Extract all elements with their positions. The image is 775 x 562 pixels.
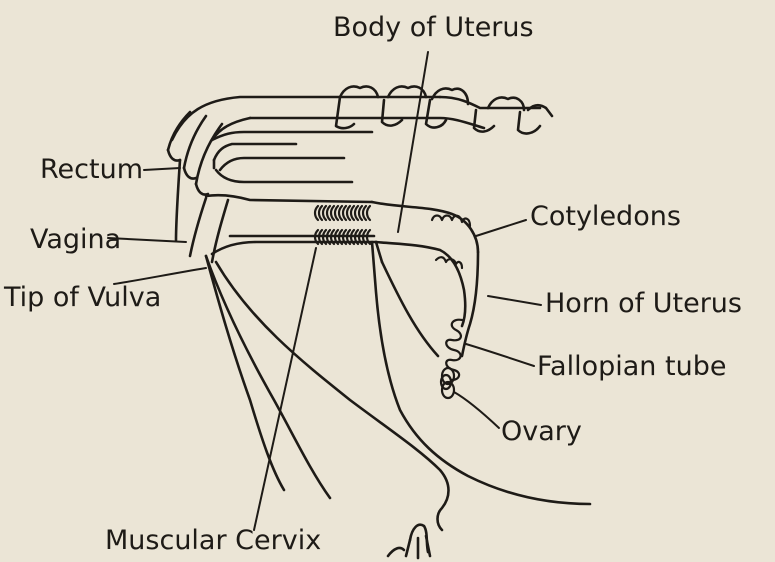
uterus-body-and-horn <box>372 202 478 356</box>
leader-cotyledons <box>476 220 526 236</box>
leader-rectum <box>144 168 180 170</box>
label-rectum: Rectum <box>40 156 143 183</box>
fallopian-tube-coils <box>441 320 462 398</box>
cervix-rings <box>315 206 370 244</box>
broad-ligament-outline <box>206 242 590 558</box>
label-cotyledons: Cotyledons <box>530 203 681 230</box>
label-vagina: Vagina <box>30 226 121 253</box>
rectum-tube <box>212 132 372 182</box>
leader-body-of-uterus <box>398 52 428 232</box>
leader-ovary <box>454 392 499 428</box>
label-fallopian-tube: Fallopian tube <box>537 353 726 380</box>
vagina-tube <box>190 195 376 262</box>
leader-horn-of-uterus <box>488 296 541 305</box>
label-horn-of-uterus: Horn of Uterus <box>545 290 742 317</box>
cotyledon-bumps <box>432 216 470 269</box>
leader-muscular-cervix <box>254 248 316 530</box>
leader-fallopian-tube <box>466 344 534 366</box>
label-ovary: Ovary <box>501 418 582 445</box>
label-body-of-uterus: Body of Uterus <box>333 14 534 41</box>
label-tip-of-vulva: Tip of Vulva <box>4 284 161 311</box>
label-muscular-cervix: Muscular Cervix <box>105 527 321 554</box>
